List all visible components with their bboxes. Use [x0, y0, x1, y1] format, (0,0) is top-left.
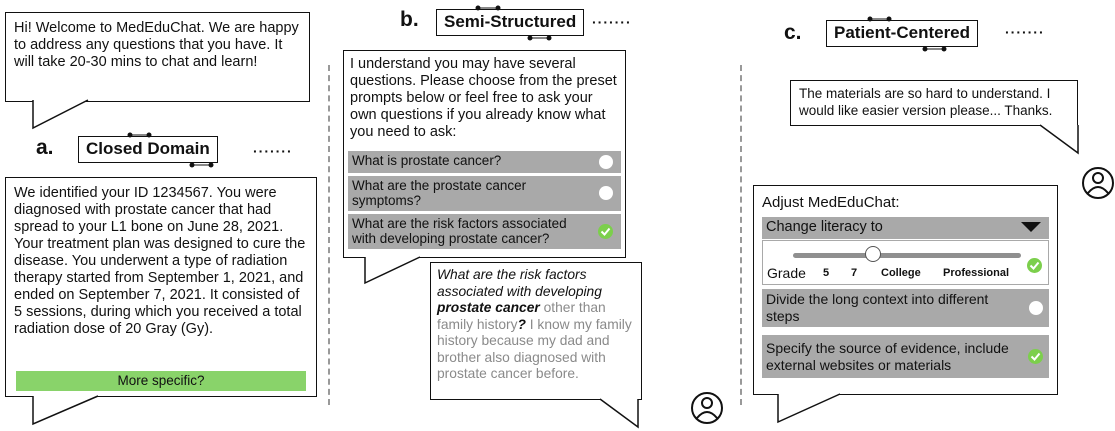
adjust-panel-tail [777, 393, 841, 424]
slider-track[interactable] [793, 253, 1021, 258]
adjust-option-label: Specify the source of evidence, include … [766, 340, 1009, 373]
dropdown-arrow-icon [1021, 222, 1041, 232]
panel-a-title-connectors [127, 132, 214, 168]
user-question-gray-2: I know my family history because my dad … [437, 316, 632, 382]
adjust-option-divide[interactable]: Divide the long context into different s… [762, 289, 1049, 327]
patient-info-text: We identified your ID 1234567. You were … [14, 185, 306, 337]
user-icon [691, 392, 723, 424]
adjust-title: Adjust MedEduChat: [762, 194, 900, 211]
user-question-bubble-tail [599, 398, 639, 429]
panel-a-title: Closed Domain [78, 136, 218, 163]
divider-b-c [740, 65, 742, 405]
grade-tick-7: 7 [851, 267, 858, 279]
patient-info-bubble-tail [32, 395, 99, 426]
more-specific-button[interactable]: More specific? [16, 371, 306, 391]
checkmark-icon [1027, 258, 1042, 273]
panel-c-title: Patient-Centered [826, 20, 979, 47]
user-question-bubble: What are the risk factors associated wit… [430, 262, 642, 400]
literacy-dropdown[interactable]: Change literacy to [762, 217, 1049, 239]
grade-tick-college: College [881, 267, 921, 279]
panel-c-letter: c. [784, 21, 802, 44]
preset-option-label: What are the prostate cancer symptoms? [352, 178, 527, 208]
user-question-italic: What are the risk factors associated wit… [437, 267, 602, 299]
radio-empty-icon [599, 186, 613, 200]
preset-option-2[interactable]: What are the prostate cancer symptoms? [348, 176, 621, 211]
preset-option-label: What is prostate cancer? [352, 153, 502, 168]
welcome-bubble: Hi! Welcome to MedEduChat. We are happy … [5, 12, 310, 102]
user-request-bubble-tail [1039, 124, 1079, 155]
adjust-option-source[interactable]: Specify the source of evidence, include … [762, 335, 1049, 378]
slider-handle[interactable] [864, 246, 881, 262]
preset-prompts-bubble: I understand you may have several questi… [343, 50, 626, 258]
user-question-text: What are the risk factors associated wit… [437, 267, 635, 383]
preset-intro-text: I understand you may have several questi… [350, 56, 617, 140]
checkmark-icon [598, 224, 613, 239]
panel-c-dots: ······· [1005, 24, 1045, 40]
user-question-qmark: ? [517, 316, 526, 332]
panel-a-letter: a. [36, 136, 54, 159]
literacy-slider-box: Grade 5 7 College Professional [762, 240, 1049, 285]
adjust-option-label: Divide the long context into different s… [766, 291, 989, 324]
welcome-text: Hi! Welcome to MedEduChat. We are happy … [14, 20, 299, 70]
grade-tick-professional: Professional [943, 267, 1010, 279]
grade-tick-5: 5 [823, 267, 830, 279]
user-question-bold: prostate cancer [437, 300, 540, 315]
grade-label: Grade [767, 265, 806, 281]
panel-b-dots: ······· [592, 14, 632, 30]
patient-info-bubble: We identified your ID 1234567. You were … [5, 177, 317, 397]
welcome-bubble-tail [32, 99, 89, 130]
preset-option-3[interactable]: What are the risk factors associated wit… [348, 214, 621, 249]
literacy-label: Change literacy to [766, 219, 883, 235]
user-icon [1082, 167, 1114, 199]
checkmark-icon [1028, 349, 1043, 364]
preset-prompts-bubble-tail [364, 256, 421, 285]
panel-b-title: Semi-Structured [436, 9, 585, 36]
panel-c-title-connectors [867, 16, 947, 52]
preset-option-1[interactable]: What is prostate cancer? [348, 151, 621, 173]
user-request-text: The materials are so hard to understand.… [799, 86, 1053, 118]
panel-b-letter: b. [400, 8, 419, 31]
user-request-bubble: The materials are so hard to understand.… [790, 80, 1078, 126]
adjust-panel: Adjust MedEduChat: Change literacy to Gr… [753, 185, 1058, 395]
radio-empty-icon [1029, 301, 1043, 315]
panel-b-title-connectors [475, 5, 552, 41]
panel-a-dots: ······· [253, 143, 293, 159]
preset-option-label: What are the risk factors associated wit… [352, 216, 567, 246]
divider-a-b [328, 65, 330, 405]
user-question-gray-1: other than family history [437, 300, 606, 332]
radio-empty-icon [599, 155, 613, 169]
